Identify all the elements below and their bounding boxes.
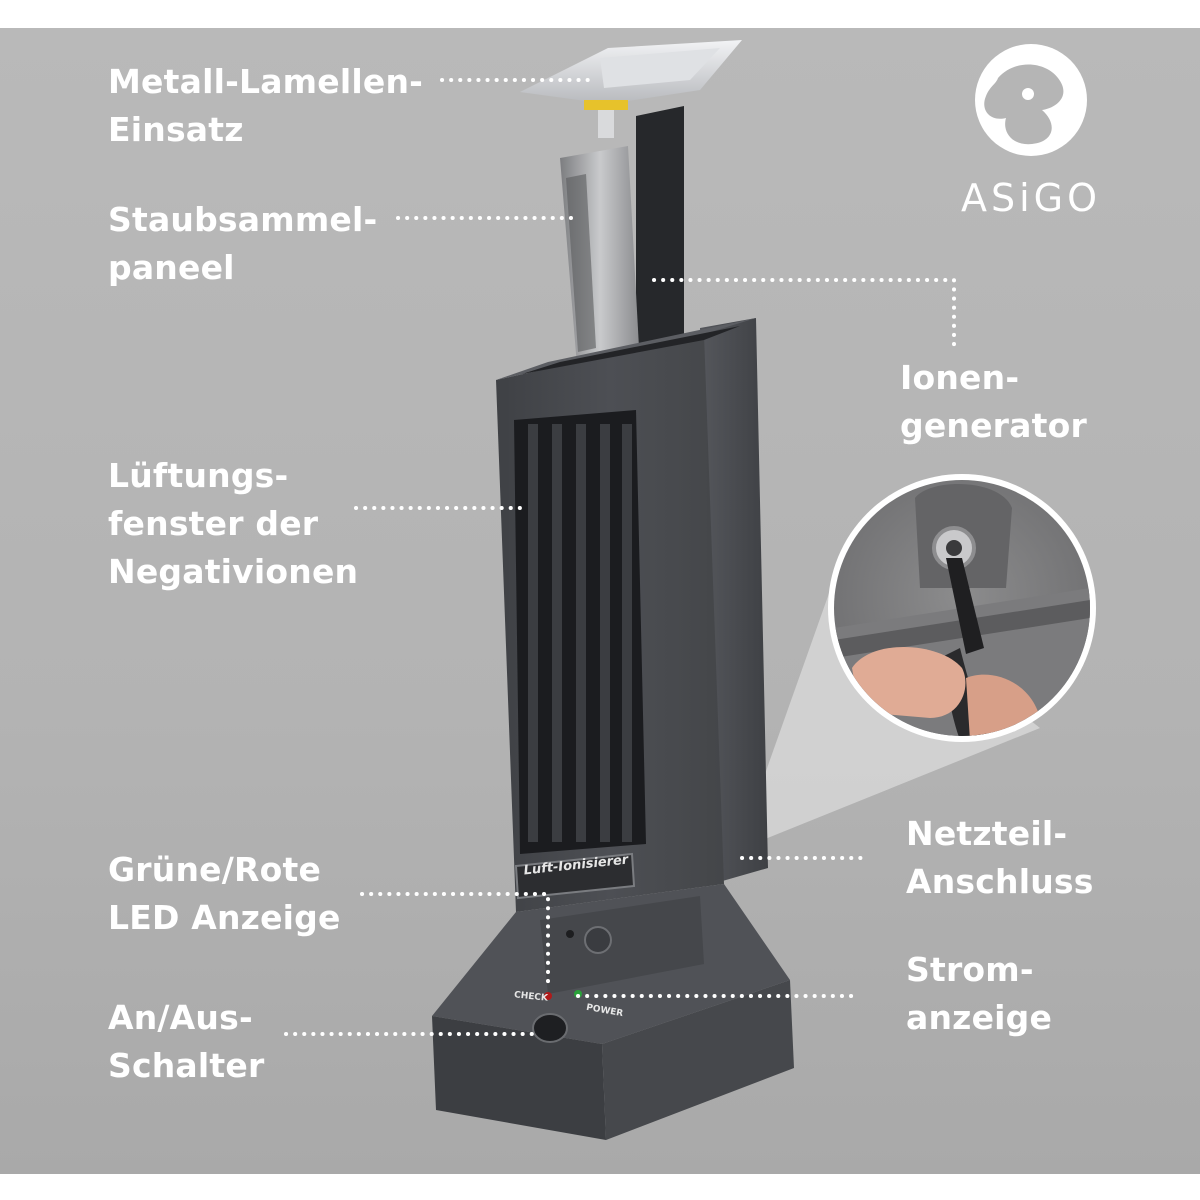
vent-slat [600, 424, 610, 842]
vent-slat [622, 424, 632, 842]
yellow-tab [584, 100, 628, 110]
label-switch: An/Aus-Schalter [108, 998, 265, 1085]
base-side [602, 980, 794, 1140]
vent-slat [576, 424, 586, 842]
product-image: ASiGO Metall-Lamellen-Einsatz Staubsamme… [0, 28, 1200, 1174]
label-ion-generator: Ionen-generator [900, 358, 1087, 445]
device-badge-plate [514, 852, 636, 900]
base-front [432, 1016, 606, 1140]
label-metal-insert: Metall-Lamellen-Einsatz [108, 62, 424, 149]
brand-name: ASiGO [960, 176, 1102, 220]
leader-ion-generator [652, 278, 956, 348]
vent-slat [552, 424, 562, 842]
brand-mark-icon [975, 44, 1087, 156]
sensor-hole [566, 930, 574, 938]
inset-photo [834, 480, 1090, 736]
power-switch[interactable] [532, 1013, 568, 1043]
label-power-jack: Netzteil-Anschluss [906, 814, 1094, 901]
ion-generator-rod [636, 106, 684, 356]
leader-led [360, 892, 550, 990]
label-dust-panel: Staubsammel-paneel [108, 200, 378, 287]
ionizer-illustration [284, 40, 1096, 1140]
label-power-indicator: Strom-anzeige [906, 950, 1053, 1037]
jack-socket [584, 926, 612, 954]
brand-logo: ASiGO [946, 38, 1116, 238]
leader-lines [284, 78, 956, 1036]
check-led [544, 992, 552, 1000]
vent-slat [528, 424, 538, 842]
